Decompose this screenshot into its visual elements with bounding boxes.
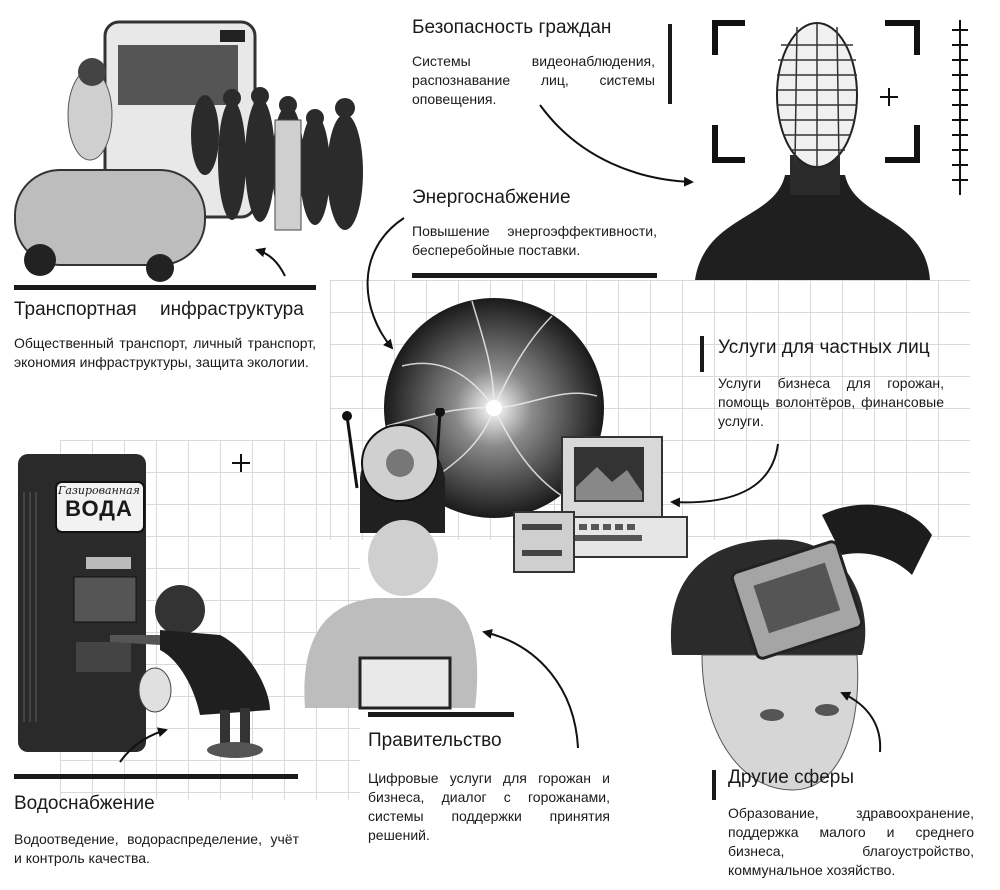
- soda-vending-machine-illustration: [18, 454, 146, 752]
- section-title: Водоснабжение: [14, 793, 155, 814]
- section-government: Правительство Цифровые услуги для горожа…: [368, 729, 610, 845]
- section-title: Энергоснабжение: [412, 187, 571, 208]
- mannequin-face-scan-illustration: [695, 20, 930, 280]
- section-title: Транспортная инфраструктура: [14, 299, 304, 320]
- bus-scooter-illustration: [14, 20, 363, 282]
- section-title: Правительство: [368, 730, 502, 751]
- scale-ruler-icon: [952, 20, 968, 195]
- curved-arrow-icon: [482, 628, 579, 749]
- retro-computer-illustration: [513, 436, 688, 573]
- boy-megaphone-helmet-illustration: [304, 408, 478, 710]
- curved-arrow-icon: [539, 104, 694, 187]
- section-bar-government: [368, 712, 514, 717]
- head-cassette-device-illustration: [670, 504, 932, 791]
- vending-sign-line1: Газированная: [58, 484, 140, 497]
- section-description: Повышение энергоэффективности, бесперебо…: [412, 223, 657, 258]
- section-bar-water: [14, 774, 298, 779]
- girl-with-jug-illustration: [110, 585, 270, 758]
- section-other: Другие сферы Образование, здравоохранени…: [728, 766, 974, 880]
- section-title: Безопасность граждан: [412, 17, 612, 38]
- section-title: Услуги для частных лиц: [718, 337, 930, 358]
- section-description: Образование, здравоохранение, поддержка …: [728, 805, 974, 878]
- crosshair-plus-icon: [880, 88, 898, 106]
- section-description: Услуги бизнеса для горожан, помощь волон…: [718, 375, 944, 429]
- section-description: Цифровые услуги для горожан и бизнеса, д…: [368, 770, 610, 843]
- section-bar-energy: [412, 273, 657, 278]
- section-description: Общественный транспорт, личный транспорт…: [14, 335, 316, 370]
- section-water: Водоснабжение Водоотведение, водораспред…: [14, 792, 299, 868]
- section-bar-security: [668, 24, 672, 104]
- curved-arrow-icon: [255, 247, 286, 277]
- section-bar-private: [700, 336, 704, 372]
- section-energy: Энергоснабжение Повышение энергоэффектив…: [412, 186, 657, 260]
- vending-sign-line2: ВОДА: [65, 496, 133, 521]
- viewfinder-frame-icon: [712, 20, 920, 163]
- section-bar-transport: [14, 285, 316, 290]
- section-description: Системы видеонаблюдения, распознавание л…: [412, 53, 655, 107]
- vending-sign: Газированная ВОДА: [58, 484, 140, 521]
- section-transport: Транспортная инфраструктура Общественный…: [14, 298, 316, 372]
- curved-arrow-icon: [119, 727, 168, 763]
- crosshair-plus-icon: [232, 454, 250, 472]
- curved-arrow-icon: [670, 443, 779, 508]
- curved-arrow-icon: [366, 217, 405, 350]
- section-title: Другие сферы: [728, 767, 855, 788]
- section-security: Безопасность граждан Системы видеонаблюд…: [412, 16, 655, 109]
- section-description: Водоотведение, водораспределение, учёт и…: [14, 831, 299, 866]
- curved-arrow-icon: [840, 691, 882, 753]
- section-bar-other: [712, 770, 716, 800]
- section-private: Услуги для частных лиц Услуги бизнеса дл…: [718, 336, 944, 431]
